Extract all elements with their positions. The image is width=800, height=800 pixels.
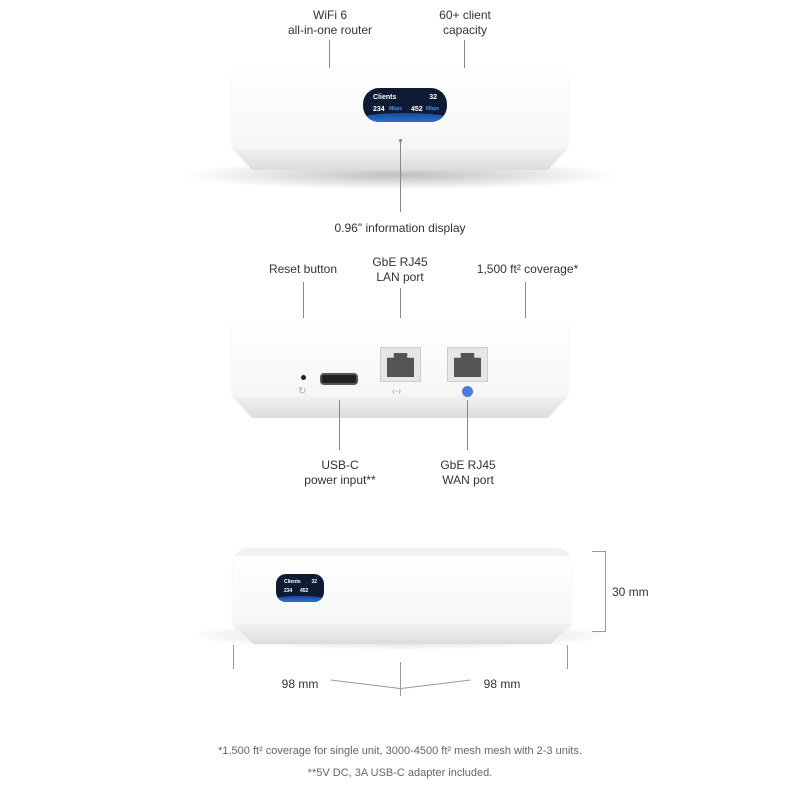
dimension-tick (233, 645, 234, 669)
label-line: GbE RJ45 (372, 255, 428, 269)
router-base (232, 396, 568, 418)
width-dimension-line (330, 679, 401, 689)
router-base (233, 624, 571, 644)
leader-line (329, 40, 330, 68)
leader-line (400, 140, 401, 212)
footnote-coverage: *1,500 ft² coverage for single unit, 300… (218, 745, 582, 757)
leader-line (525, 282, 526, 318)
leader-line (464, 40, 465, 68)
screen-wave (276, 596, 324, 602)
label-reset: Reset button (268, 262, 338, 276)
dimension-tick (592, 551, 606, 552)
dimension-tick (400, 662, 401, 696)
reset-button[interactable] (301, 375, 306, 380)
label-line: capacity (442, 23, 488, 37)
label-line: WAN port (442, 473, 494, 487)
dimension-tick (592, 631, 606, 632)
label-line: LAN port (376, 270, 424, 284)
upload-value: 452 (411, 106, 423, 113)
clients-title: Clients (373, 94, 397, 101)
wan-port[interactable] (447, 347, 488, 382)
jack (454, 353, 481, 377)
leader-line (467, 400, 468, 450)
usb-c-port[interactable] (320, 373, 358, 385)
label-line: GbE RJ45 (440, 458, 496, 472)
upload-value: 452 (300, 588, 309, 594)
label-line: 60+ client (439, 8, 491, 22)
clients-title: Clients (284, 579, 301, 585)
download-value: 234 (284, 588, 293, 594)
leader-line (339, 400, 340, 450)
download-value: 234 (373, 106, 385, 113)
reset-icon: ↻ (298, 386, 307, 397)
footnote-power: **5V DC, 3A USB-C adapter included. (307, 767, 493, 779)
download-unit: Mbps (389, 106, 403, 112)
lan-port[interactable] (380, 347, 421, 382)
label-coverage: 1,500 ft² coverage* (476, 262, 579, 276)
label-line: power input** (304, 473, 376, 487)
dimension-tick (567, 645, 568, 669)
height-dimension-line (605, 551, 606, 631)
lan-icon: ‹·› (392, 386, 401, 396)
depth-dimension-line (400, 679, 471, 689)
screen-wave (363, 113, 447, 122)
jack (387, 353, 414, 377)
label-line: USB-C (321, 458, 359, 472)
label-display: 0.96" information display (334, 221, 466, 235)
width-label: 98 mm (281, 677, 319, 691)
information-display: Clients 32 234 Mbps 452 Mbps (363, 88, 447, 122)
upload-unit: Mbps (426, 106, 440, 112)
clients-count: 32 (429, 94, 437, 101)
depth-label: 98 mm (483, 677, 521, 691)
height-label: 30 mm (612, 585, 649, 599)
clients-count: 32 (311, 579, 317, 585)
label-line: all-in-one router (287, 23, 373, 37)
information-display-small: Clients 32 234 452 (276, 574, 324, 602)
label-line: WiFi 6 (313, 8, 347, 22)
wan-globe-icon (462, 386, 473, 397)
